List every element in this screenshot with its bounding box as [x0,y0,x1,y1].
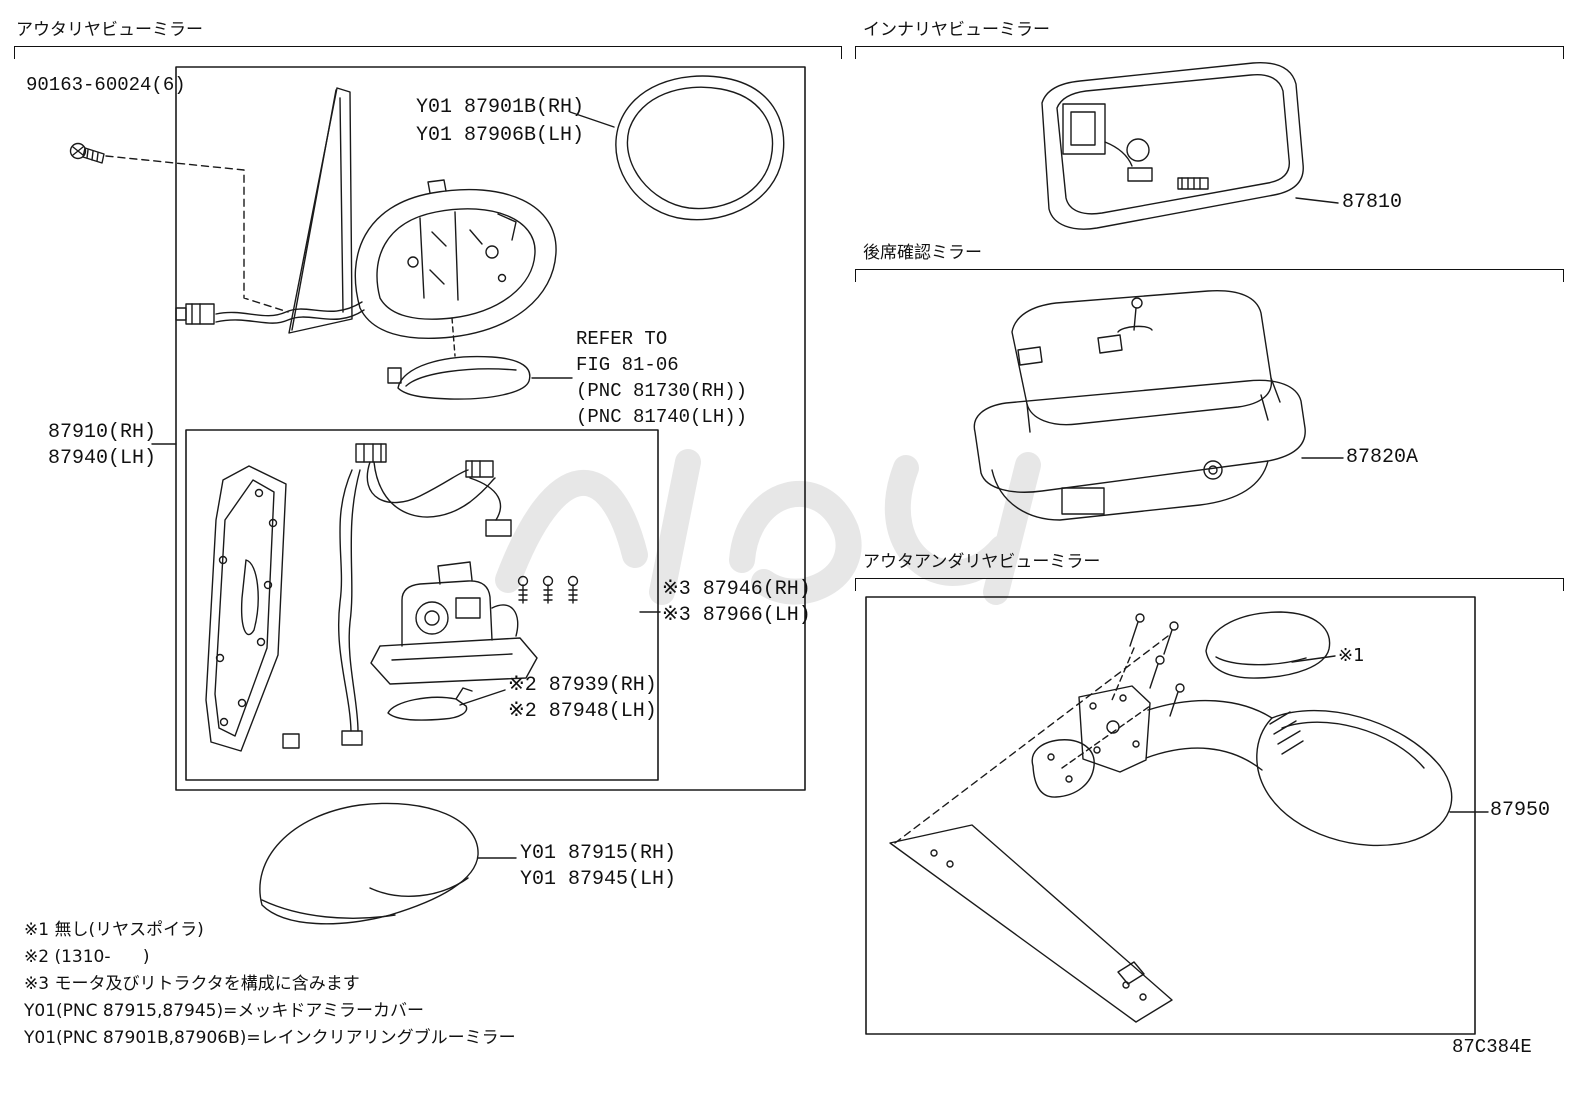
refer-note-line4: (PNC 81740(LH)) [576,406,748,428]
mirror-housing-drawing [354,179,557,340]
part-label-screw: 90163-60024(6) [26,74,186,96]
screw-icon [69,142,105,164]
part-label-retractor-lh: ※3 87966(LH) [662,604,811,627]
section-bracket-inner [855,46,1564,59]
screw-leader-dashed [105,155,289,313]
footnote-1: ※1 無し(リヤスポイラ) [24,920,204,940]
section-bracket-rearseat [855,269,1564,282]
mirror-actuator-drawing [370,561,538,685]
section-bracket-outer [14,46,842,59]
refer-note-line3: (PNC 81730(RH)) [576,380,748,402]
part-label-cover-lh: Y01 87945(LH) [520,868,677,891]
part-label-87820A: 87820A [1346,446,1419,469]
footnote-5: Y01(PNC 87901B,87906B)=レインクリアリングブルーミラー [24,1028,516,1048]
mark-label-note1: ※1 [1338,645,1365,666]
part-label-assy-lh: 87940(LH) [48,447,157,470]
retractor-detail-box [185,429,659,781]
gasket-plate-drawing [205,465,287,752]
part-label-cover-rh: Y01 87915(RH) [520,842,677,865]
part-label-87950: 87950 [1490,799,1551,822]
leader-lines [151,111,1489,859]
section-title-inner-mirror: インナリヤビューミラー [863,20,1050,40]
mirror-glass-drawing [615,75,785,221]
mirror-base-drawing [288,87,353,334]
under-mirror-box [865,596,1476,1035]
section-title-under-mirror: アウタアンダリヤビューミラー [863,552,1101,572]
part-label-87810: 87810 [1342,191,1403,214]
footnote-4: Y01(PNC 87915,87945)=メッキドアミラーカバー [24,1001,424,1021]
part-label-assy-rh: 87910(RH) [48,421,157,444]
refer-note-line1: REFER TO [576,328,668,350]
figure-code: 87C384E [1452,1036,1532,1058]
mirror-wire-drawing [175,301,365,325]
mirror-cover-drawing [259,802,479,925]
part-label-glass-lh: Y01 87906B(LH) [416,124,585,147]
section-title-rearseat-mirror: 後席確認ミラー [863,243,982,263]
section-title-outer-mirror: アウタリヤビューミラー [16,20,203,40]
rear-seat-mirror-drawing [973,290,1306,521]
inner-mirror-drawing [1041,62,1304,230]
footnote-2: ※2 (1310- ) [24,947,150,967]
part-label-retractor-rh: ※3 87946(RH) [662,578,811,601]
wire-harness-drawing [282,443,512,749]
section-bracket-under [855,578,1564,591]
lamp-bracket-drawing [387,687,473,721]
part-label-glass-rh: Y01 87901B(RH) [416,96,585,119]
turn-signal-lamp-drawing [387,355,531,400]
section-boxes [175,66,1476,1035]
footnote-3: ※3 モータ及びリトラクタを構成に含みます [24,974,360,994]
under-mirror-drawing [889,611,1453,1023]
refer-note-line2: FIG 81-06 [576,354,679,376]
housing-lamp-dashed [451,317,456,357]
part-label-lamp-rh: ※2 87939(RH) [508,674,657,697]
watermark [495,449,1041,605]
part-label-lamp-lh: ※2 87948(LH) [508,700,657,723]
screw-set-drawing [517,575,579,604]
outer-mirror-box [175,66,806,791]
